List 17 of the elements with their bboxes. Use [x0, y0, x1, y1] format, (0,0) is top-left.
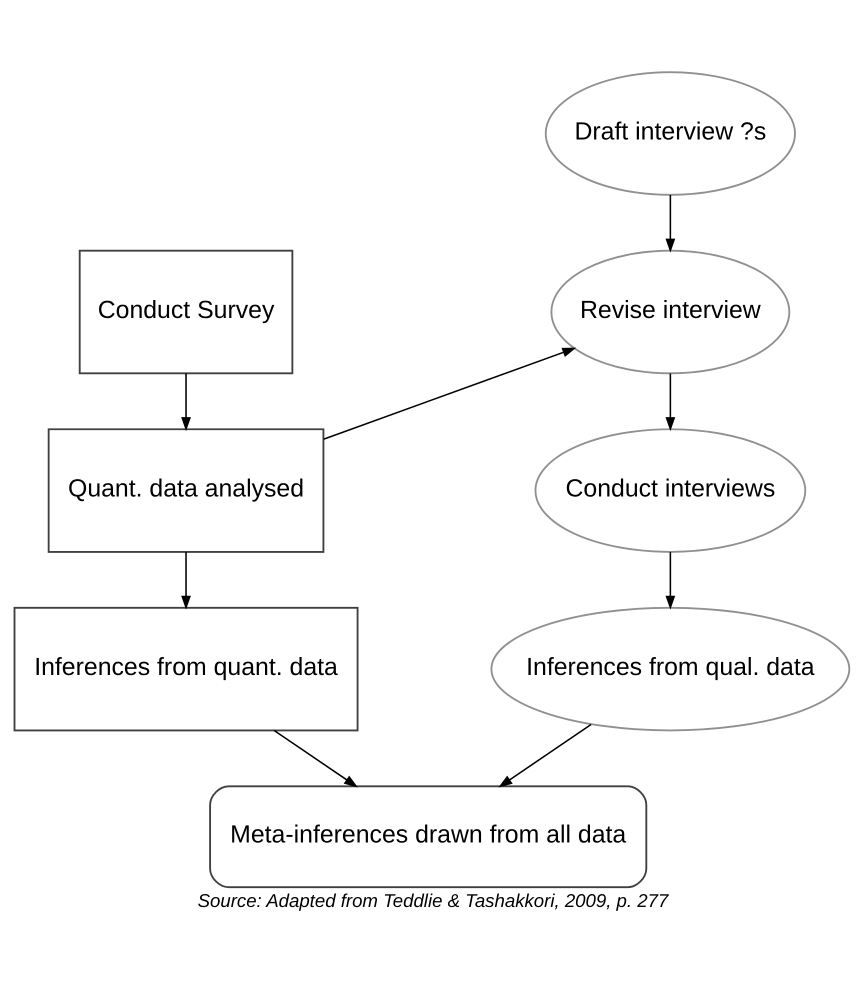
node-ellipse: Conduct interviews [534, 428, 806, 553]
arrow [181, 373, 191, 432]
arrow [181, 552, 191, 610]
arrow [324, 348, 576, 440]
node-box: Quant. data analysed [48, 428, 324, 553]
node-ellipse: Revise interview [550, 250, 790, 374]
node-ellipse: Draft interview ?s [544, 71, 796, 196]
node-box: Inferences from quant. data [14, 606, 358, 732]
arrow [498, 724, 592, 788]
arrow [665, 552, 676, 610]
arrow [665, 194, 676, 253]
caption: Source: Adapted from Teddlie & Tashakkori, 2009, p. 277 [198, 890, 668, 911]
node-box: Meta-inferences drawn from all data [209, 785, 648, 888]
arrow [274, 730, 358, 788]
node-box: Conduct Survey [78, 250, 294, 374]
arrow [665, 373, 676, 432]
node-ellipse: Inferences from qual. data [490, 606, 850, 732]
